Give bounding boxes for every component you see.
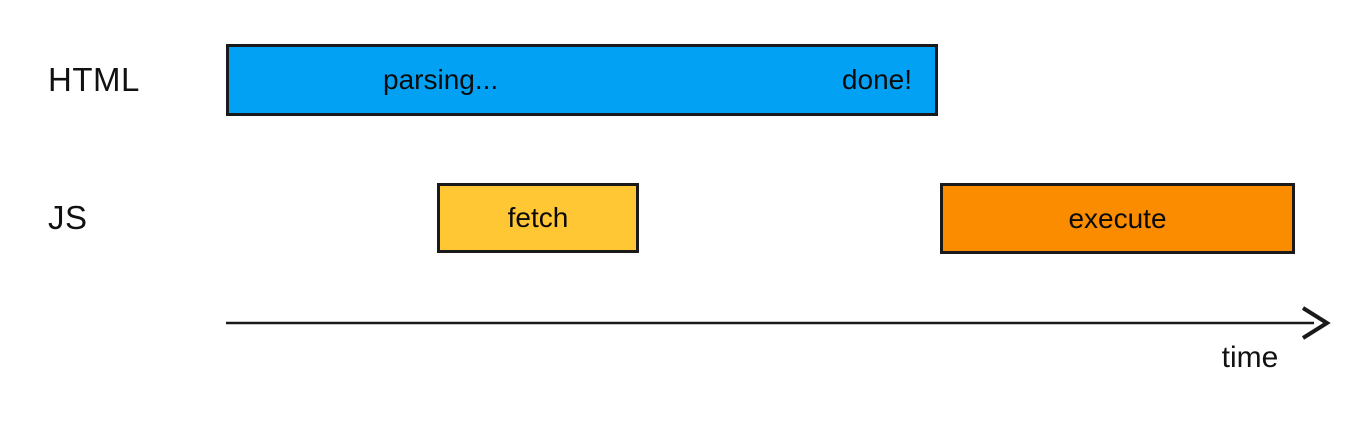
row-label-html: HTML bbox=[48, 61, 140, 98]
parsing-label: parsing... bbox=[383, 64, 499, 95]
fetch-label: fetch bbox=[507, 202, 569, 233]
execute-label: execute bbox=[1068, 202, 1167, 234]
js-fetch-bar: fetch bbox=[437, 183, 639, 253]
js-execute-bar: execute bbox=[940, 183, 1295, 254]
row-label-js: JS bbox=[48, 199, 88, 236]
done-label: done! bbox=[841, 64, 912, 95]
html-parsing-bar: parsing... done! bbox=[226, 44, 938, 116]
arrowhead-icon bbox=[1301, 306, 1331, 340]
time-axis-label: time bbox=[1221, 341, 1279, 374]
